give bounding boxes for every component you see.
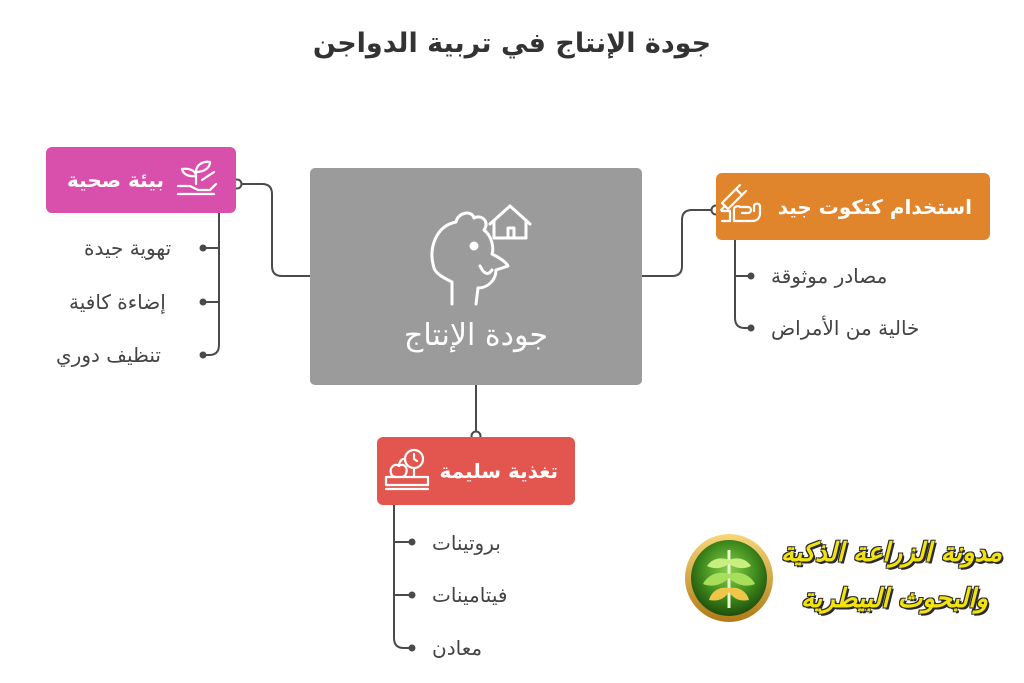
scale-apple-icon	[384, 447, 430, 495]
connector-chicks	[642, 209, 716, 277]
central-topic-label: جودة الإنتاج	[403, 318, 548, 353]
blog-logo: مدونة الزراعة الذكية والبحوث البيطرية	[683, 530, 1003, 630]
branch-chicks[interactable]: استخدام كتكوت جيد	[716, 173, 990, 240]
list-item: تنظيف دوري	[56, 343, 161, 367]
rail-nutrition	[393, 505, 412, 649]
connector-environment	[237, 183, 310, 277]
branch-nutrition-label: تغذية سليمة	[439, 459, 559, 483]
logo-line-1: مدونة الزراعة الذكية	[781, 538, 1003, 568]
rail-chicks	[734, 240, 751, 329]
branch-environment-label: بيئة صحية	[67, 168, 164, 192]
diagram-title: جودة الإنتاج في تربية الدواجن	[312, 28, 712, 59]
logo-line-2: والبحوث البيطرية	[801, 584, 988, 614]
list-item: تهوية جيدة	[84, 236, 172, 260]
list-item: إضاءة كافية	[69, 290, 166, 314]
chicken-house-icon	[422, 196, 534, 310]
list-item: خالية من الأمراض	[771, 316, 920, 340]
plant-hand-icon	[174, 158, 218, 202]
branch-chicks-label: استخدام كتكوت جيد	[777, 194, 972, 219]
branch-environment[interactable]: بيئة صحية	[46, 147, 236, 213]
wheat-leaf-emblem-icon	[683, 530, 775, 630]
rail-environment	[203, 213, 220, 356]
list-item: فيتامينات	[432, 583, 508, 607]
list-item: بروتينات	[432, 531, 501, 555]
hand-injection-icon	[718, 183, 764, 231]
list-item: معادن	[432, 636, 483, 660]
central-topic-box[interactable]: جودة الإنتاج	[310, 168, 642, 385]
branch-nutrition[interactable]: تغذية سليمة	[377, 437, 575, 505]
list-item: مصادر موثوقة	[771, 264, 888, 288]
